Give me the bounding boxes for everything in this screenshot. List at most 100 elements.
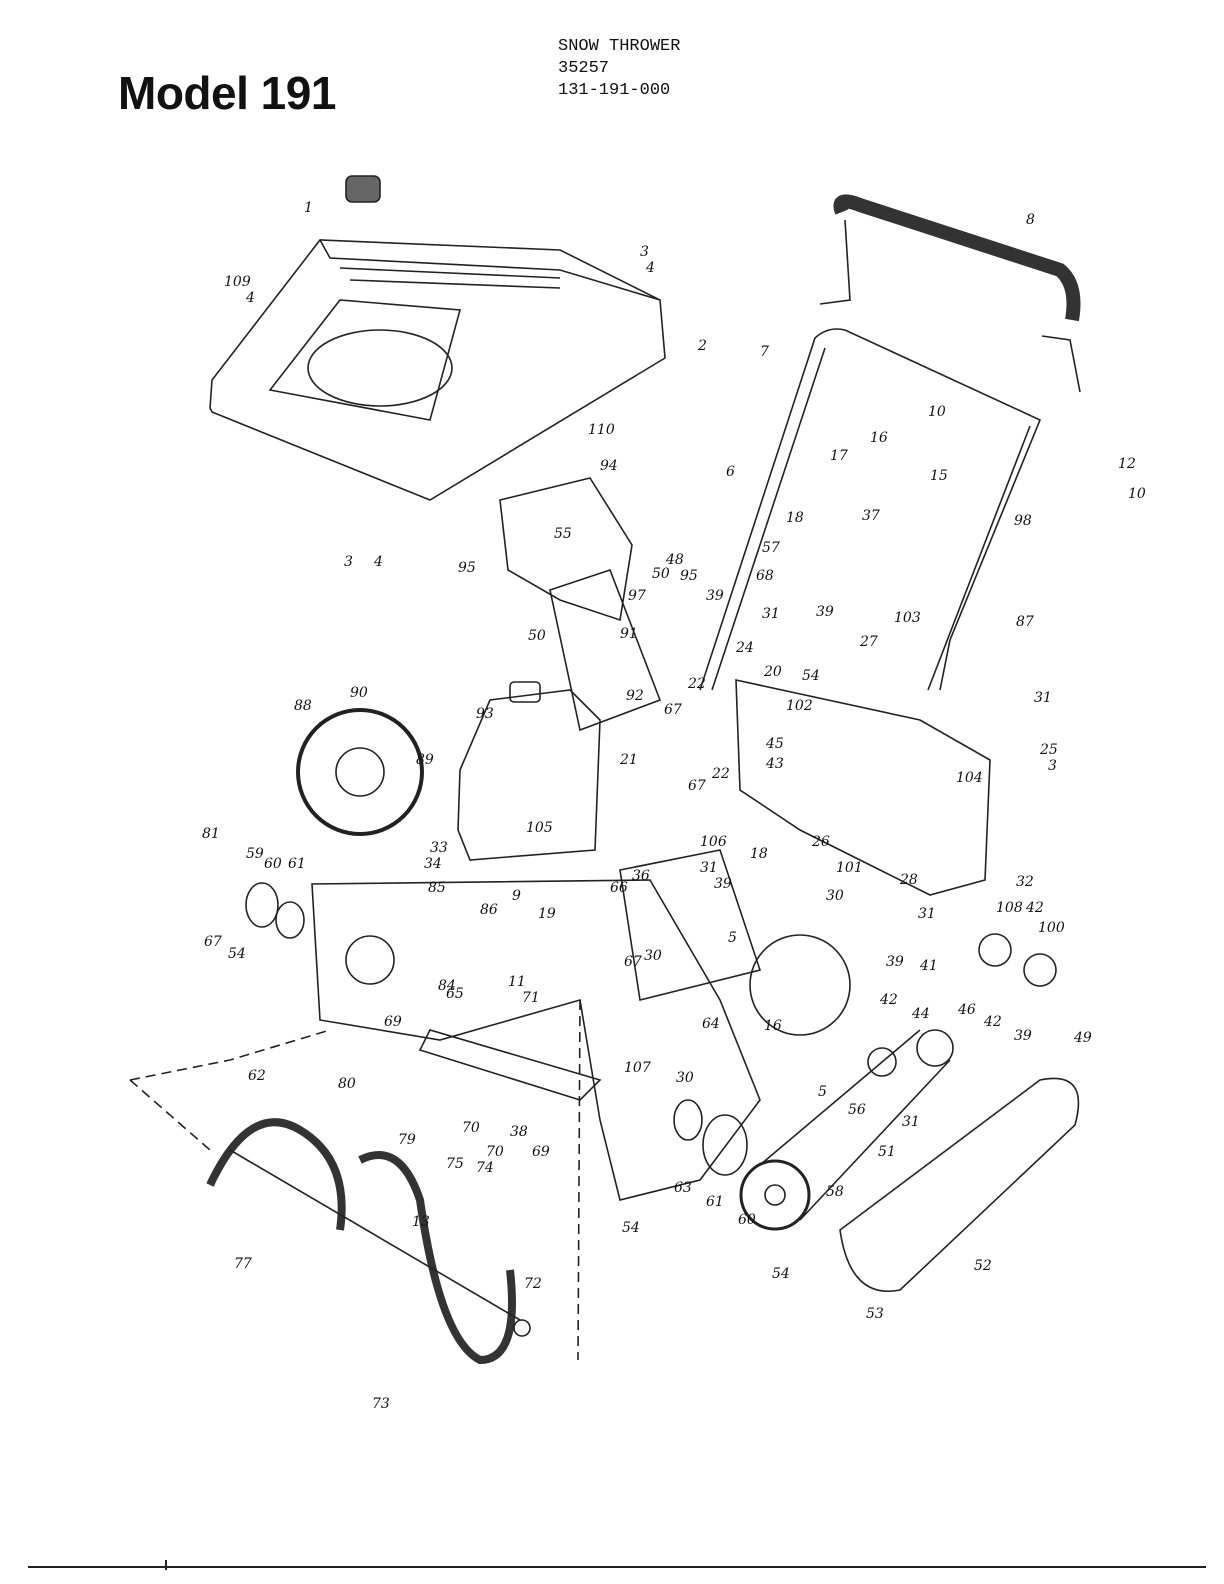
part-callout-72: 72 bbox=[524, 1276, 542, 1292]
part-callout-13: 13 bbox=[412, 1214, 430, 1230]
washer-42-a bbox=[978, 933, 1012, 967]
part-callout-103: 103 bbox=[894, 610, 921, 626]
part-outlines bbox=[129, 175, 1081, 1365]
product-name: SNOW THROWER bbox=[558, 37, 681, 56]
discharge-chute-deflector bbox=[499, 477, 633, 622]
part-callout-60: 60 bbox=[264, 856, 282, 872]
part-callout-101: 101 bbox=[836, 860, 863, 876]
part-callout-110: 110 bbox=[588, 422, 615, 438]
part-callout-71: 71 bbox=[522, 990, 540, 1006]
part-callout-74: 74 bbox=[476, 1160, 494, 1176]
part-callout-21: 21 bbox=[619, 752, 638, 768]
gas-cap bbox=[345, 175, 381, 203]
part-callout-39: 39 bbox=[714, 876, 732, 892]
part-callout-30: 30 bbox=[826, 888, 844, 904]
auger-spiral bbox=[206, 1118, 516, 1365]
part-callout-37: 37 bbox=[862, 508, 880, 524]
upper-handle bbox=[699, 328, 1042, 691]
part-callout-8: 8 bbox=[1026, 212, 1035, 228]
housing-bearing-left bbox=[345, 935, 395, 985]
part-callout-54: 54 bbox=[772, 1266, 790, 1282]
part-callout-3: 3 bbox=[640, 244, 649, 260]
part-callout-104: 104 bbox=[956, 770, 983, 786]
part-callout-95: 95 bbox=[458, 560, 476, 576]
part-callout-79: 79 bbox=[398, 1132, 416, 1148]
part-callout-34: 34 bbox=[424, 856, 442, 872]
lower-handle bbox=[711, 347, 1031, 691]
part-callout-58: 58 bbox=[826, 1184, 844, 1200]
engine-shroud bbox=[209, 239, 666, 501]
part-callout-42: 42 bbox=[1025, 900, 1044, 916]
part-callout-75: 75 bbox=[446, 1156, 464, 1172]
part-callout-10: 10 bbox=[928, 404, 946, 420]
discharge-chute bbox=[549, 568, 662, 732]
part-callout-6: 6 bbox=[726, 464, 735, 480]
drive-pulley bbox=[739, 1159, 811, 1231]
part-callout-36: 36 bbox=[632, 868, 650, 884]
part-callout-41: 41 bbox=[919, 958, 938, 974]
bearing-61-left bbox=[275, 901, 305, 939]
part-callout-22: 22 bbox=[711, 766, 730, 782]
part-callout-31: 31 bbox=[902, 1114, 920, 1130]
part-callout-63: 63 bbox=[674, 1180, 692, 1196]
part-callout-69: 69 bbox=[384, 1014, 402, 1030]
part-callout-54: 54 bbox=[228, 946, 246, 962]
part-callout-107: 107 bbox=[624, 1060, 651, 1076]
part-callout-86: 86 bbox=[480, 902, 498, 918]
header-info: SNOW THROWER 35257 131-191-000 bbox=[558, 36, 680, 102]
part-callout-39: 39 bbox=[816, 604, 834, 620]
part-callout-20: 20 bbox=[763, 664, 782, 680]
part-callout-2: 2 bbox=[697, 338, 707, 354]
part-callout-80: 80 bbox=[338, 1076, 356, 1092]
part-callout-59: 59 bbox=[246, 846, 264, 862]
part-callout-11: 11 bbox=[508, 974, 526, 990]
part-callout-42: 42 bbox=[983, 1014, 1002, 1030]
part-callout-64: 64 bbox=[702, 1016, 720, 1032]
part-callout-54: 54 bbox=[622, 1220, 640, 1236]
part-callout-70: 70 bbox=[462, 1120, 480, 1136]
part-callout-42: 42 bbox=[879, 992, 898, 1008]
part-callout-70: 70 bbox=[486, 1144, 504, 1160]
part-callout-30: 30 bbox=[676, 1070, 694, 1086]
part-callout-89: 89 bbox=[416, 752, 434, 768]
washer-42-b bbox=[1023, 953, 1057, 987]
fuel-tank bbox=[457, 689, 601, 861]
wheel-hub bbox=[335, 747, 385, 797]
part-callout-54: 54 bbox=[802, 668, 820, 684]
part-callout-39: 39 bbox=[706, 588, 724, 604]
part-callout-102: 102 bbox=[786, 698, 813, 714]
part-callout-46: 46 bbox=[957, 1002, 976, 1018]
part-code: 131-191-000 bbox=[558, 81, 671, 100]
part-callout-97: 97 bbox=[628, 588, 646, 604]
part-callout-92: 92 bbox=[626, 688, 644, 704]
part-callout-108: 108 bbox=[996, 900, 1023, 916]
part-callout-31: 31 bbox=[762, 606, 780, 622]
part-callout-45: 45 bbox=[765, 736, 784, 752]
part-callout-51: 51 bbox=[878, 1144, 896, 1160]
part-callout-50: 50 bbox=[528, 628, 546, 644]
part-callout-31: 31 bbox=[1034, 690, 1052, 706]
part-callout-57: 57 bbox=[762, 540, 780, 556]
part-callout-69: 69 bbox=[532, 1144, 550, 1160]
part-callout-95: 95 bbox=[680, 568, 698, 584]
part-callout-30: 30 bbox=[644, 948, 662, 964]
part-callout-19: 19 bbox=[538, 906, 556, 922]
part-callout-49: 49 bbox=[1073, 1030, 1092, 1046]
part-callout-53: 53 bbox=[866, 1306, 884, 1322]
part-callout-4: 4 bbox=[373, 554, 383, 570]
part-callout-7: 7 bbox=[760, 344, 769, 360]
part-callout-67: 67 bbox=[664, 702, 682, 718]
bearing-61 bbox=[673, 1099, 703, 1141]
part-callout-55: 55 bbox=[554, 526, 572, 542]
part-callout-9: 9 bbox=[512, 888, 521, 904]
hub-60 bbox=[702, 1114, 748, 1176]
part-callout-39: 39 bbox=[886, 954, 904, 970]
part-callout-98: 98 bbox=[1014, 513, 1032, 529]
part-callout-90: 90 bbox=[350, 685, 368, 701]
part-callout-5: 5 bbox=[818, 1084, 827, 1100]
part-callout-1: 1 bbox=[304, 200, 313, 216]
part-callout-12: 12 bbox=[1118, 456, 1136, 472]
part-callout-28: 28 bbox=[899, 872, 918, 888]
